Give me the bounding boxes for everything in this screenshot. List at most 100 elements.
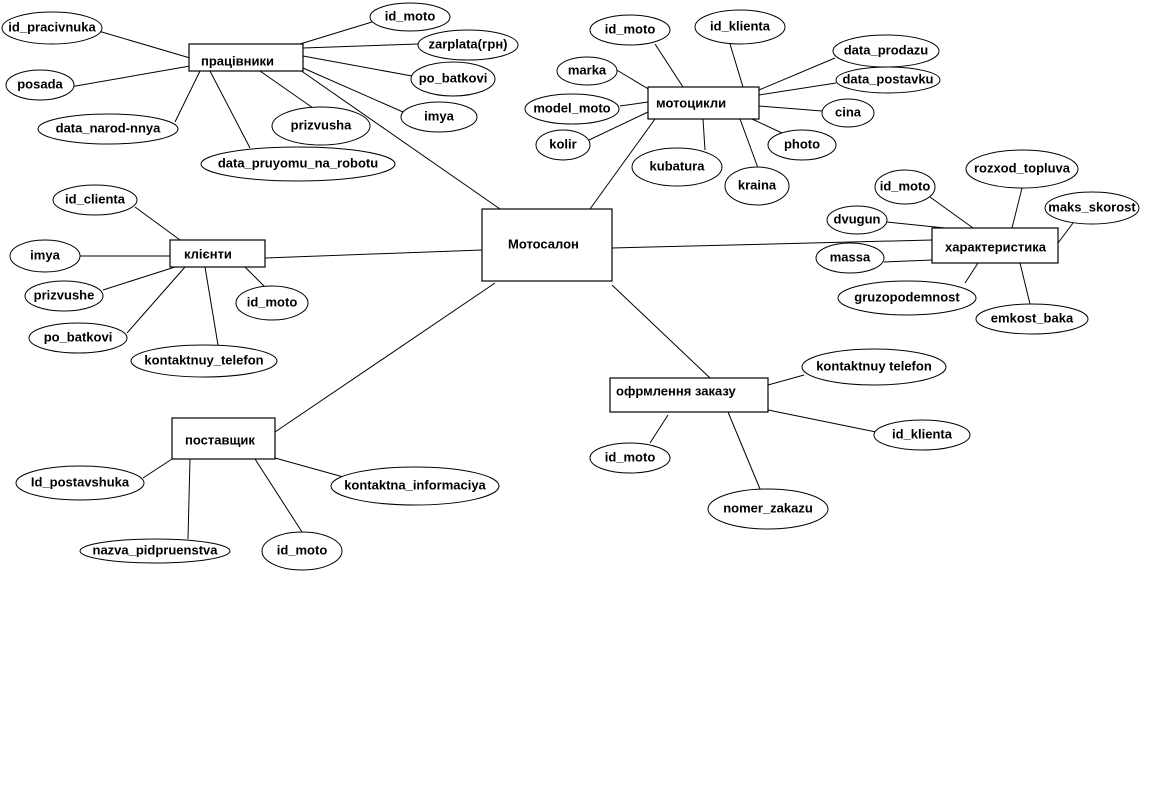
attribute-zakaz-id-moto[interactable]: id_moto: [589, 442, 671, 474]
attribute-label: id_moto: [385, 8, 436, 23]
relationship-line: [589, 118, 656, 210]
entity-motosalon[interactable]: Мотосалон: [481, 208, 613, 282]
attribute-harakterystyka-emkost-baka[interactable]: emkost_baka: [975, 303, 1089, 335]
attribute-line: [727, 411, 761, 490]
entity-postavshchyk[interactable]: поставщик: [171, 417, 276, 460]
attribute-ellipse: [556, 56, 618, 86]
attribute-ellipse: [826, 205, 888, 235]
attribute-pracivnyky-prizvusha[interactable]: prizvusha: [271, 106, 371, 146]
attribute-line: [729, 43, 744, 88]
attribute-ellipse: [369, 2, 451, 32]
attribute-ellipse: [1044, 191, 1140, 225]
attribute-klienty-kontaktnuy-telefon[interactable]: kontaktnuy_telefon: [130, 344, 278, 378]
attribute-klienty-prizvushe[interactable]: prizvushe: [24, 280, 104, 312]
attribute-pracivnyky-imya[interactable]: imya: [400, 101, 478, 133]
attribute-klienty-id-moto[interactable]: id_moto: [235, 285, 309, 321]
attribute-klienty-po-batkovi[interactable]: po_batkovi: [28, 322, 128, 354]
attribute-harakterystyka-rozxod-topluva[interactable]: rozxod_topluva: [965, 149, 1079, 189]
entity-box: [481, 208, 613, 282]
entity-box: [609, 377, 769, 413]
attribute-pracivnyky-id-moto[interactable]: id_moto: [369, 2, 451, 32]
attribute-motocykly-kolir[interactable]: kolir: [535, 129, 591, 161]
attribute-ellipse: [417, 29, 519, 61]
attribute-line: [964, 262, 979, 284]
attribute-line: [134, 206, 181, 241]
attribute-zakaz-id-klienta[interactable]: id_klienta: [873, 419, 971, 451]
attribute-ellipse: [52, 184, 138, 216]
entity-harakterystyka[interactable]: характеристика: [931, 227, 1059, 264]
attribute-pracivnyky-data-pruyomu-na-robotu[interactable]: data_pruyomu_na_robotu: [200, 146, 396, 182]
attribute-label: kubatura: [650, 158, 706, 173]
attribute-zakaz-kontaktnuy-telefon[interactable]: kontaktnuy telefon: [801, 348, 947, 386]
attribute-label: posada: [17, 76, 63, 91]
attribute-label: emkost_baka: [991, 310, 1074, 325]
attribute-line: [702, 118, 706, 151]
attribute-klienty-id-clienta[interactable]: id_clienta: [52, 184, 138, 216]
attribute-pracivnyky-posada[interactable]: posada: [5, 69, 75, 101]
entity-box: [169, 239, 266, 268]
relationship-line: [299, 69, 501, 210]
attribute-ellipse: [5, 69, 75, 101]
attribute-motocykly-kraina[interactable]: kraina: [724, 166, 790, 206]
attribute-postavshchyk-id-postavshuka[interactable]: Id_postavshuka: [15, 465, 145, 501]
diagram-shapes: Мотосалон працівники мотоцикли клієнти харак…: [1, 2, 1140, 571]
attribute-ellipse: [589, 442, 671, 474]
attribute-pracivnyky-data-narod-nnya[interactable]: data_narod-nnya: [37, 113, 179, 145]
attribute-motocykly-marka[interactable]: marka: [556, 56, 618, 86]
attribute-ellipse: [400, 101, 478, 133]
attribute-pracivnyky-po-batkovi[interactable]: po_batkovi: [410, 61, 496, 97]
attribute-motocykly-model-moto[interactable]: model_moto: [524, 93, 620, 125]
attribute-ellipse: [15, 465, 145, 501]
entity-motocykly[interactable]: мотоцикли: [647, 86, 760, 120]
attribute-label: prizvusha: [291, 117, 352, 132]
attribute-ellipse: [694, 9, 786, 45]
attribute-harakterystyka-dvugun[interactable]: dvugun: [826, 205, 888, 235]
attribute-ellipse: [235, 285, 309, 321]
attribute-motocykly-id-klienta[interactable]: id_klienta: [694, 9, 786, 45]
attribute-label: id_clienta: [65, 191, 126, 206]
attribute-harakterystyka-maks-skorost[interactable]: maks_skorost: [1044, 191, 1140, 225]
attribute-ellipse: [271, 106, 371, 146]
attribute-line: [274, 457, 348, 479]
attribute-motocykly-id-moto[interactable]: id_moto: [589, 14, 671, 46]
attribute-label: massa: [830, 249, 871, 264]
attribute-label: id_klienta: [892, 426, 953, 441]
attribute-line: [204, 266, 219, 346]
attribute-line: [302, 55, 413, 77]
attribute-harakterystyka-gruzopodemnost[interactable]: gruzopodemnost: [837, 280, 977, 316]
attribute-postavshchyk-kontaktna-informaciya[interactable]: kontaktna_informaciya: [330, 466, 500, 506]
attribute-label: id_moto: [247, 294, 298, 309]
attribute-label: marka: [568, 62, 607, 77]
attribute-line: [94, 29, 191, 59]
attribute-postavshchyk-nazva-pidpruenstva[interactable]: nazva_pidpruenstva: [79, 538, 231, 564]
attribute-pracivnyky-zarplata[interactable]: zarplata(грн): [417, 29, 519, 61]
attribute-zakaz-nomer-zakazu[interactable]: nomer_zakazu: [707, 488, 829, 530]
attribute-ellipse: [815, 242, 885, 274]
attribute-line: [619, 101, 649, 107]
attribute-line: [614, 68, 651, 91]
attribute-pracivnyky-id-pracivnuka[interactable]: id_pracivnuka: [1, 11, 103, 45]
attribute-label: kraina: [738, 177, 777, 192]
attribute-motocykly-data-prodazu[interactable]: data_prodazu: [832, 34, 940, 68]
relationship-line: [274, 282, 496, 433]
attribute-harakterystyka-massa[interactable]: massa: [815, 242, 885, 274]
attribute-label: kontaktnuy telefon: [816, 358, 932, 373]
attribute-line: [187, 458, 191, 540]
attribute-label: id_moto: [277, 542, 328, 557]
attribute-motocykly-data-postavku[interactable]: data_postavku: [835, 66, 941, 94]
attribute-harakterystyka-id-moto[interactable]: id_moto: [874, 169, 936, 205]
attribute-label: cina: [835, 104, 862, 119]
attribute-line: [767, 374, 805, 386]
attribute-ellipse: [9, 239, 81, 273]
entity-pracivnyky[interactable]: працівники: [188, 43, 304, 72]
attribute-label: id_moto: [605, 449, 656, 464]
attribute-motocykly-cina[interactable]: cina: [821, 98, 875, 128]
entity-klienty[interactable]: клієнти: [169, 239, 266, 268]
attribute-postavshchyk-id-moto[interactable]: id_moto: [261, 531, 343, 571]
attribute-ellipse: [261, 531, 343, 571]
attribute-ellipse: [631, 147, 723, 187]
entity-zakaz[interactable]: офрмлення заказу: [609, 377, 769, 413]
attribute-klienty-imya[interactable]: imya: [9, 239, 81, 273]
attribute-motocykly-kubatura[interactable]: kubatura: [631, 147, 723, 187]
attribute-motocykly-photo[interactable]: photo: [767, 129, 837, 161]
